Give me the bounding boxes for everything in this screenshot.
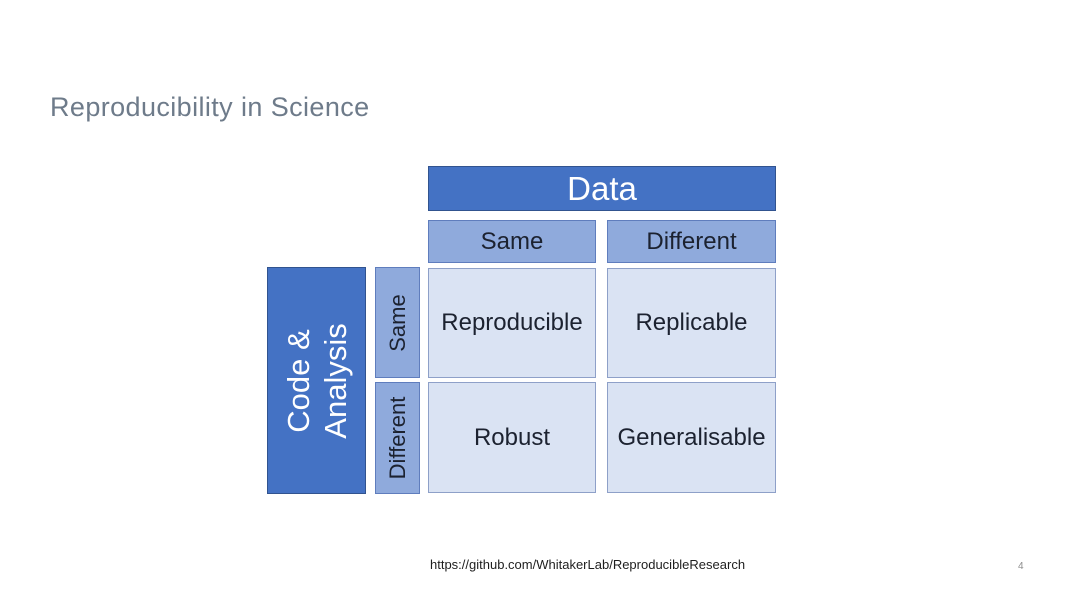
matrix-cell-generalisable: Generalisable	[607, 382, 776, 493]
matrix-cell-reproducible-label: Reproducible	[441, 309, 583, 336]
matrix-cell-robust: Robust	[428, 382, 596, 493]
column-header-different-label: Different	[646, 227, 737, 255]
matrix-cell-replicable-label: Replicable	[635, 309, 748, 336]
code-analysis-axis-label-line2: Analysis	[317, 322, 353, 439]
data-axis-header: Data	[428, 166, 776, 211]
matrix-cell-robust-label: Robust	[473, 423, 551, 451]
column-header-different: Different	[607, 220, 776, 263]
row-header-different-label: Different	[384, 396, 410, 480]
data-axis-label: Data	[567, 169, 637, 207]
matrix-cell-generalisable-label: Generalisable	[617, 423, 766, 451]
row-header-same-label: Same	[384, 293, 410, 352]
column-header-same: Same	[428, 220, 596, 263]
matrix-cell-replicable: Replicable	[607, 268, 776, 378]
slide-title: Reproducibility in Science	[50, 92, 370, 122]
column-header-same-label: Same	[480, 227, 544, 255]
footer-url: https://github.com/WhitakerLab/Reproduci…	[430, 557, 746, 572]
row-header-different: Different	[375, 382, 420, 494]
code-analysis-axis-header: Code & Analysis	[267, 267, 366, 494]
row-header-same: Same	[375, 267, 420, 378]
code-analysis-axis-label: Code & Analysis	[280, 323, 354, 438]
code-analysis-axis-label-line1: Code &	[280, 328, 316, 433]
matrix-cell-reproducible: Reproducible	[428, 268, 596, 378]
page-number: 4	[1018, 561, 1024, 572]
